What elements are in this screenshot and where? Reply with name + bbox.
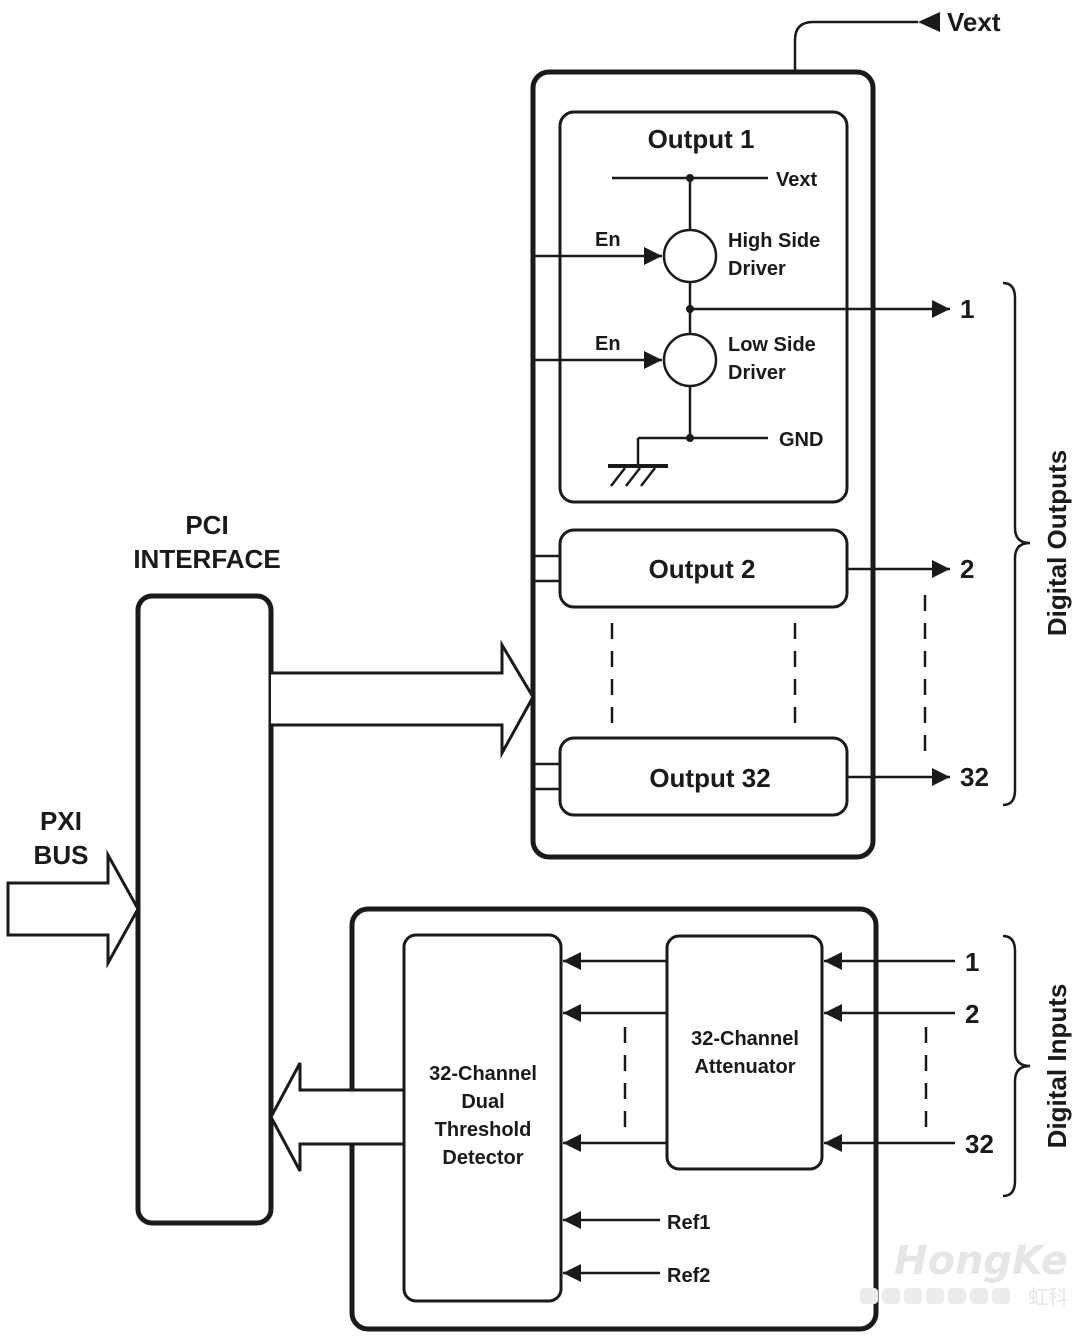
ref1-label: Ref1: [667, 1212, 710, 1234]
high-side-label-1: High Side: [728, 230, 820, 252]
pxi-label-2: BUS: [34, 840, 89, 870]
attenuator-label-1: 32-Channel: [691, 1028, 799, 1050]
in-pin-2-label: 2: [965, 999, 979, 1029]
output1-circuit: [533, 174, 950, 487]
out-pin-2-label: 2: [960, 554, 974, 584]
digital-outputs-brace: [1002, 281, 1031, 807]
detector-label-2: Dual: [461, 1091, 504, 1113]
output1-box: [558, 110, 849, 504]
output2-label: Output 2: [649, 554, 756, 584]
en-low-label: En: [595, 333, 621, 355]
ref2-label: Ref2: [667, 1265, 710, 1287]
high-side-driver-symbol: [662, 228, 718, 284]
in-pin-1-label: 1: [965, 947, 979, 977]
vext-top-label: Vext: [947, 7, 1001, 37]
pci-interface-box: [135, 593, 274, 1226]
high-side-label-2: Driver: [728, 258, 786, 280]
threshold-detector-box: [402, 933, 563, 1303]
low-side-driver-symbol: [662, 332, 718, 388]
output2-input-lines: [535, 554, 560, 583]
en-high-label: En: [595, 229, 621, 251]
pci-label-1: PCI: [185, 510, 228, 540]
attenuator-label-2: Attenuator: [694, 1056, 795, 1078]
detector-label-1: 32-Channel: [429, 1063, 537, 1085]
output1-vext-label: Vext: [776, 169, 817, 191]
output1-title: Output 1: [648, 124, 755, 154]
output32-input-lines: [535, 762, 560, 791]
out-pin-32-label: 32: [960, 762, 989, 792]
digital-inputs-brace: [1002, 934, 1031, 1198]
gnd-label: GND: [779, 429, 823, 451]
detector-label-4: Detector: [442, 1147, 523, 1169]
output32-label: Output 32: [649, 763, 770, 793]
in-pin-32-label: 32: [965, 1129, 994, 1159]
pxi-label-1: PXI: [40, 806, 82, 836]
out-pin-1-label: 1: [960, 294, 974, 324]
pci-label-2: INTERFACE: [133, 544, 280, 574]
watermark-cn: 虹科: [1028, 1285, 1068, 1309]
detector-label-3: Threshold: [435, 1119, 532, 1141]
digital-inputs-label: Digital Inputs: [1042, 984, 1072, 1149]
attenuator-box: [665, 934, 824, 1171]
detector-to-pci-arrow: [269, 1062, 403, 1172]
pxi-bus-arrow: [6, 849, 140, 969]
pci-to-outputs-arrow: [271, 639, 535, 759]
watermark-blocks: [860, 1288, 1010, 1304]
low-side-label-1: Low Side: [728, 334, 816, 356]
vext-feed: [793, 12, 940, 72]
low-side-label-2: Driver: [728, 362, 786, 384]
digital-outputs-label: Digital Outputs: [1042, 450, 1072, 636]
watermark-logo: HongKe: [894, 1238, 1068, 1284]
